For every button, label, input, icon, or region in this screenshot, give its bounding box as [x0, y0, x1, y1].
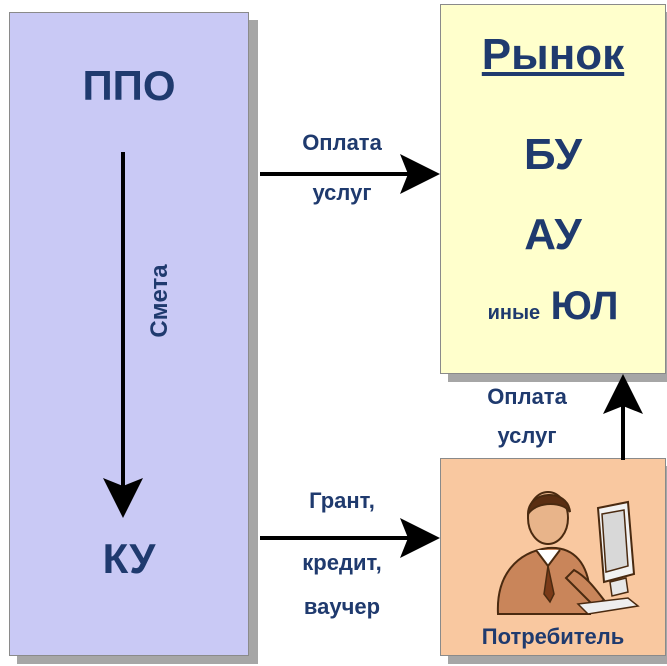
left-block — [9, 12, 249, 656]
market-block — [440, 4, 666, 374]
market-other-big: ЮЛ — [550, 284, 619, 328]
top-arrow-label-2: услуг — [312, 180, 372, 205]
bottom-arrow-label-2: кредит, — [302, 550, 382, 575]
ppo-label: ППО — [82, 62, 176, 109]
bottom-arrow-label-3: ваучер — [303, 594, 381, 619]
right-arrow-label-1: Оплата — [487, 384, 567, 409]
market-au: АУ — [524, 210, 582, 259]
market-other: иные ЮЛ — [440, 284, 666, 329]
right-arrow-label-2: услуг — [497, 423, 557, 448]
ku-label: КУ — [102, 535, 156, 582]
bottom-arrow-label-1: Грант, — [309, 488, 375, 513]
market-title: Рынок — [481, 30, 625, 79]
top-arrow-label-1: Оплата — [302, 130, 382, 155]
market-other-small: иные — [487, 302, 541, 324]
person-at-computer-icon — [478, 474, 650, 620]
market-bu: БУ — [524, 130, 582, 179]
consumer-label: Потребитель — [481, 624, 625, 649]
